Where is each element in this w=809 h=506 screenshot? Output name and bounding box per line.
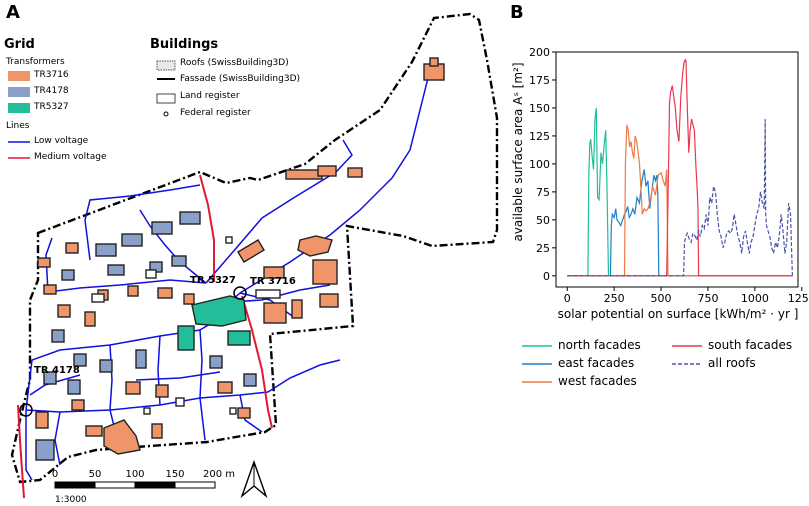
x-axis-label: solar potential on surface [kWh/m² · yr … [558,307,799,321]
federal-register-legend-label: Federal register [180,108,251,118]
scale-ratio: 1:3000 [55,495,87,505]
x-tick-label: 0 [564,292,571,305]
north-arrow-icon [240,459,268,499]
legend-item-north-facades: north facades [522,338,641,352]
transformer-label-tr5327: TR5327 [34,102,69,112]
scale-tick-150: 150 [165,469,184,480]
land-register-swatch [156,93,176,104]
plot-frame [555,51,799,288]
buildings-layer [35,57,445,461]
legend-swatch [522,362,552,365]
x-tick-label: 750 [697,292,718,305]
station-tr3716-marker [233,286,247,300]
transformer-swatch-tr3716 [8,71,30,81]
fassade-legend-label: Fassade (SwissBuilding3D) [180,74,301,84]
station-label-tr5327: TR 5327 [190,275,236,286]
y-tick-label: 100 [529,158,550,171]
transformer-swatch-tr5327 [8,103,30,113]
y-tick-label: 50 [536,214,550,227]
series-line-east-facades [567,169,793,277]
y-tick-label: 175 [529,74,550,87]
medium-voltage-network [17,174,273,499]
transformer-swatch-tr4178 [8,87,30,97]
legend-item-west-facades: west facades [522,374,637,388]
panel-b-label: B [510,2,524,23]
legend-item-all-roofs: all roofs [672,356,756,370]
site-perimeter [10,12,499,484]
scale-tick-0: 0 [52,469,58,480]
legend-label: south facades [708,338,793,352]
y-tick-label: 150 [529,102,550,115]
y-tick-label: 25 [536,242,550,255]
legend-item-east-facades: east facades [522,356,634,370]
scale-bar: 0 50 100 150 200 m 1:3000 [52,469,235,505]
x-tick-label: 250 [604,292,625,305]
low-voltage-label: Low voltage [34,136,89,146]
federal-register-swatch [163,111,169,117]
x-tick-label: 1000 [741,292,769,305]
legend-label: east facades [558,356,635,370]
panel-a-label: A [6,2,20,23]
scale-tick-50: 50 [89,469,102,480]
series-line-all-roofs [567,119,793,277]
station-label-tr4178: TR 4178 [34,365,80,376]
legend-swatch [522,380,552,383]
transformer-label-tr4178: TR4178 [34,86,69,96]
y-tick-label: 75 [536,186,550,199]
legend-label: north facades [558,338,641,352]
series-line-south-facades [567,58,793,277]
roofs-swatch [156,60,176,71]
grid-legend-title: Grid [4,37,35,52]
lines-legend-label: Lines [6,121,30,131]
buildings-legend-title: Buildings [150,37,219,52]
y-tick-label: 125 [529,130,550,143]
y-tick-label: 0 [543,270,550,283]
station-tr4178-marker [19,403,33,417]
x-tick-label: 500 [651,292,672,305]
y-axis-label: available surface area Aˢ [m²] [511,62,525,241]
chart-series-layer [567,58,793,277]
legend-swatch [672,344,702,347]
legend-label: west facades [558,374,637,388]
transformers-legend-label: Transformers [6,57,65,67]
scale-tick-100: 100 [125,469,144,480]
legend-swatch [522,344,552,347]
legend-swatch [672,362,702,365]
site-map: TR 5327 TR 3716 TR 4178 0 50 100 150 200… [8,12,499,505]
legend-label: all roofs [708,356,756,370]
roofs-legend-label: Roofs (SwissBuilding3D) [180,58,289,68]
legend-item-south-facades: south facades [672,338,792,352]
series-line-west-facades [567,124,793,277]
medium-voltage-label: Medium voltage [34,152,107,162]
transformer-label-tr3716: TR3716 [34,70,69,80]
y-tick-label: 200 [529,46,550,59]
scale-tick-200: 200 m [203,469,235,480]
land-register-legend-label: Land register [180,91,240,101]
station-label-tr3716: TR 3716 [250,276,296,287]
